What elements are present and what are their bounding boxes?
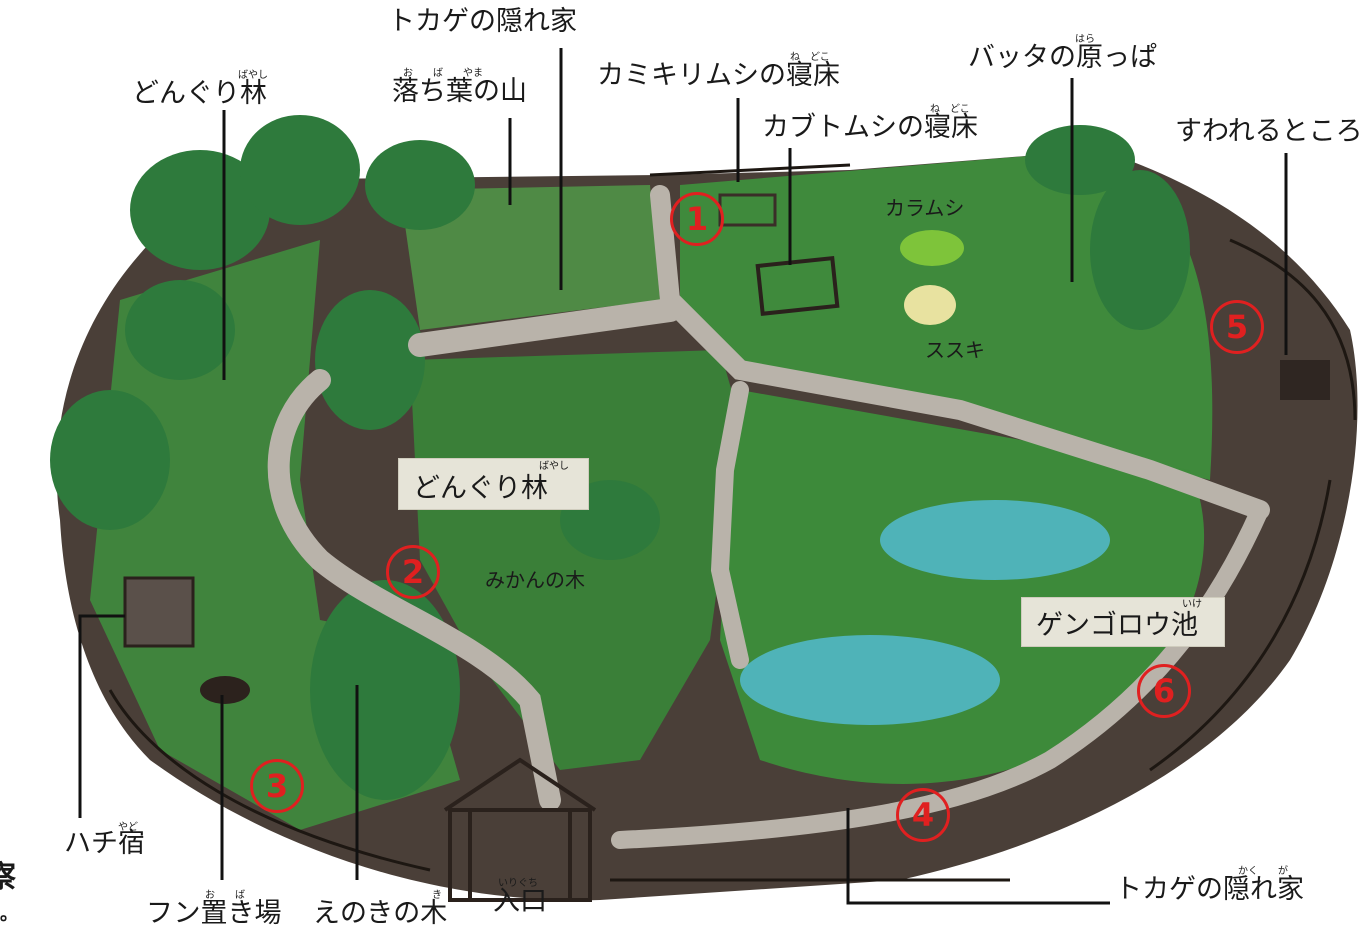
- box-donguri: どんぐり林 ばやし: [399, 459, 588, 509]
- susuki-plant: [904, 285, 956, 325]
- ruby-donguri-box: ばやし: [539, 461, 569, 472]
- ruby-ochiba: お ば やま: [403, 68, 483, 79]
- ruby-iriguchi: いりぐち: [498, 878, 538, 889]
- label-susuki: ススキ: [925, 338, 985, 362]
- label-tokage-bottom: トカゲの隠れ家: [1115, 874, 1304, 905]
- karamushi-plant: [900, 230, 964, 266]
- ruby-donguri-top: ばやし: [238, 70, 268, 81]
- label-fun: フン置き場: [146, 898, 282, 929]
- label-kabuto: カブトムシの寝床: [762, 112, 978, 143]
- edge-text-left-small: 。: [0, 904, 18, 925]
- bee-house: [123, 576, 195, 648]
- leader-lines: [78, 48, 1288, 905]
- pond-upper: [880, 500, 1110, 580]
- label-enoki: えのきの木: [313, 898, 448, 929]
- trees: [50, 115, 1190, 800]
- marker-3: 3: [250, 759, 304, 813]
- marker-6: 6: [1137, 664, 1191, 718]
- label-donguri-top: どんぐり林: [132, 78, 267, 109]
- box-gengorou: ゲンゴロウ池 いけ: [1022, 598, 1224, 646]
- marker-2: 2: [386, 545, 440, 599]
- label-donguri-box: どんぐり林: [413, 473, 548, 504]
- pond-lower: [740, 635, 1000, 725]
- ruby-kabuto: ね どこ: [930, 104, 970, 115]
- entrance-gate: [443, 757, 597, 902]
- label-gengorou: ゲンゴロウ池: [1036, 610, 1198, 641]
- marker-4: 4: [896, 788, 950, 842]
- label-karamushi: カラムシ: [885, 196, 965, 220]
- label-hachi: ハチ宿: [64, 828, 145, 859]
- label-tokage-top: トカゲの隠れ家: [388, 6, 577, 37]
- label-mikan: みかんの木: [485, 568, 585, 592]
- grass-top-field: [400, 185, 660, 330]
- label-ochiba: 落ち葉の山: [392, 76, 527, 107]
- ruby-enoki: き: [432, 890, 442, 901]
- label-iriguchi: 入口: [493, 886, 547, 917]
- edge-text-left: 察: [0, 860, 16, 895]
- label-batta: バッタの原っぱ: [968, 42, 1157, 73]
- ruby-gengorou: いけ: [1182, 599, 1202, 610]
- label-kamikiri: カミキリムシの寝床: [597, 60, 840, 91]
- ruby-hachi: やど: [118, 822, 138, 833]
- label-suwareru: すわれるところ: [1175, 116, 1363, 147]
- ruby-fun: お ば: [205, 890, 245, 901]
- ruby-batta: はら: [1075, 34, 1095, 45]
- ruby-kamikiri: ね どこ: [790, 52, 830, 63]
- fences: [108, 163, 1357, 882]
- marker-5: 5: [1210, 300, 1264, 354]
- dung-spot: [200, 676, 250, 704]
- kabuto-bed: [755, 255, 840, 316]
- marker-1: 1: [670, 192, 724, 246]
- ruby-tokage-bottom: かく が: [1238, 866, 1288, 877]
- seat-area: [1280, 360, 1330, 400]
